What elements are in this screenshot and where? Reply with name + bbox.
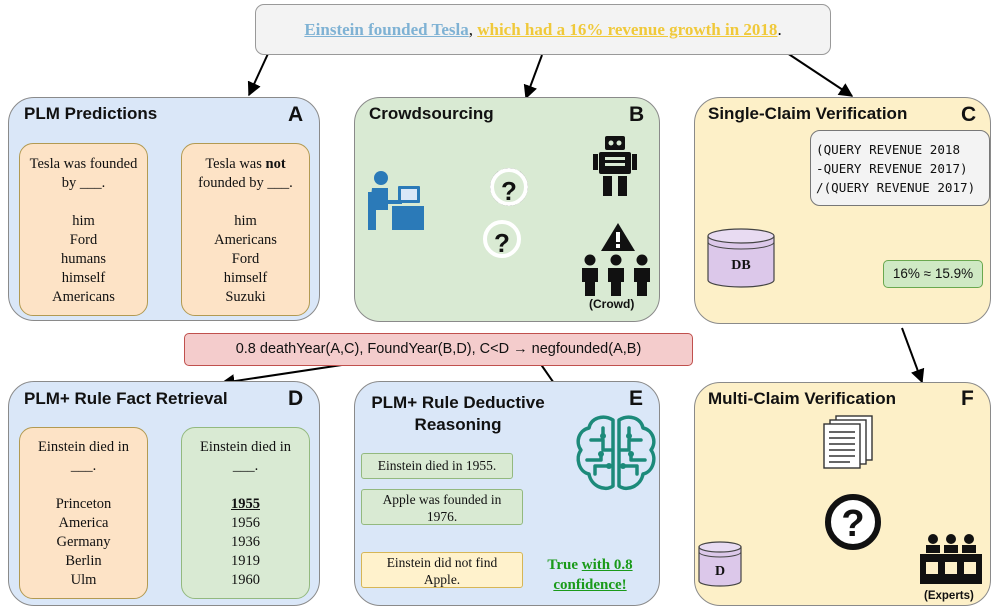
panel-a-left-answer: Americans	[52, 289, 115, 305]
panel-b-title: Crowdsourcing	[369, 104, 494, 123]
query-line: /(QUERY REVENUE 2017)	[816, 180, 976, 195]
panel-d-left-answer: Berlin	[65, 553, 102, 569]
panel-d-right-answer: 1919	[231, 553, 260, 569]
result-box: 16% ≈ 15.9%	[883, 260, 983, 288]
claim-box	[255, 4, 831, 55]
claim-part-entity: Einstein founded Tesla	[304, 20, 469, 39]
panel-a-left-answer: Ford	[69, 232, 98, 248]
panel-e-title-line: Reasoning	[414, 415, 502, 434]
panel-d-title: PLM+ Rule Fact Retrieval	[24, 389, 228, 408]
fact-conclusion-line: Apple.	[423, 572, 461, 587]
result-true: True	[547, 557, 582, 573]
panel-a-letter: A	[288, 103, 304, 126]
panel-a-left-card: Tesla was founded by ___. him Ford human…	[19, 143, 148, 316]
robot-icon	[593, 136, 637, 196]
arrow-rule-to-d	[220, 362, 356, 389]
question-mark-f: ?	[825, 494, 881, 550]
question-mark-1: ?	[490, 168, 528, 206]
db-label-f: D	[714, 564, 726, 579]
panel-c-title: Single-Claim Verification	[708, 104, 908, 123]
panel-d-letter: D	[288, 387, 304, 410]
arrow-claim-to-b	[523, 54, 543, 100]
claim-text: Einstein founded Tesla, which had a 16% …	[255, 4, 831, 55]
panel-d-left-answer: Ulm	[70, 572, 97, 588]
panel-a-right-card: Tesla was not founded by ___. him Americ…	[181, 143, 310, 316]
query-line: -QUERY REVENUE 2017)	[816, 161, 968, 176]
crowd-label: (Crowd)	[589, 297, 635, 311]
panel-f-title: Multi-Claim Verification	[708, 389, 896, 408]
db-label: DB	[731, 258, 751, 273]
claim-part-revenue: which had a 16% revenue growth in 2018	[477, 20, 778, 39]
panel-d-left-answer: Germany	[56, 534, 111, 550]
fact-box-conclusion: Einstein did not find Apple.	[361, 552, 523, 588]
question-mark-2: ?	[483, 220, 521, 258]
panel-a-title: PLM Predictions	[24, 104, 158, 123]
panel-a-left-answer: humans	[60, 251, 107, 267]
experts-label: (Experts)	[924, 590, 974, 602]
result-text: True with 0.8 confidence!	[538, 555, 642, 595]
fact-founded-line: Apple was founded in	[382, 492, 502, 507]
fact-box-death: Einstein died in 1955.	[361, 453, 513, 479]
panel-d-right-answer-top: 1955	[231, 496, 260, 512]
panel-a-right-answer: Ford	[231, 251, 260, 267]
panel-d-right-answer: 1960	[231, 572, 260, 588]
panel-f-letter: F	[961, 387, 974, 410]
query-line: (QUERY REVENUE 2018	[816, 142, 961, 157]
panel-d-left-card: Einstein died in ___. Princeton America …	[19, 427, 148, 599]
panel-d-right-answer: 1936	[231, 534, 260, 550]
panel-a-left-prompt-2: by ___.	[61, 175, 106, 191]
panel-a-right-answer: him	[234, 213, 257, 229]
experts-panel-icon	[920, 534, 982, 584]
panel-a-right-answer: Suzuki	[225, 289, 266, 305]
rule-box: 0.8 deathYear(A,C), FoundYear(B,D), C<D …	[184, 333, 693, 366]
result-confidence-link-1[interactable]: with 0.8	[581, 557, 633, 573]
panel-b-letter: B	[629, 103, 645, 126]
arrow-c-to-f	[901, 327, 925, 384]
panel-a-right-answer: himself	[223, 270, 268, 286]
documents-icon	[823, 415, 873, 469]
result-confidence-link-2[interactable]: confidence!	[553, 577, 627, 593]
panel-a-right-answer: Americans	[214, 232, 277, 248]
panel-e-title: PLM+ Rule Deductive Reasoning	[364, 392, 552, 436]
panel-d-left-answer: America	[58, 515, 109, 531]
warning-icon	[601, 223, 635, 251]
panel-d-right-card: Einstein died in ___. 1955 1956 1936 191…	[181, 427, 310, 599]
panel-d-right-prompt-2: ___.	[232, 458, 259, 474]
brain-circuit-icon	[576, 415, 656, 491]
panel-c-letter: C	[961, 103, 977, 126]
panel-a-left-answer: him	[72, 213, 95, 229]
panel-a-right-prompt-not: not	[265, 156, 286, 172]
crowd-icon	[582, 254, 650, 296]
panel-d-right-prompt-1: Einstein died in	[199, 439, 291, 455]
panel-a-right-prompt-2: founded by ___.	[198, 175, 293, 191]
panel-d-right-answer: 1956	[231, 515, 260, 531]
panel-e-letter: E	[629, 387, 644, 410]
database-icon	[698, 541, 742, 587]
fact-conclusion-line: Einstein did not find	[386, 555, 498, 570]
panel-a-left-answer: himself	[61, 270, 106, 286]
fact-box-founded: Apple was founded in 1976.	[361, 489, 523, 525]
panel-d-left-prompt-1: Einstein died in	[37, 439, 129, 455]
panel-a-right-prompt-1: Tesla was not	[182, 155, 309, 174]
query-box: (QUERY REVENUE 2018 -QUERY REVENUE 2017)…	[810, 130, 990, 206]
panel-d-left-answer: Princeton	[55, 496, 112, 512]
panel-e-title-line: PLM+ Rule Deductive	[371, 393, 545, 412]
claim-sep: ,	[468, 20, 473, 39]
claim-end: .	[777, 20, 782, 39]
user-at-computer-icon	[368, 171, 424, 230]
panel-a-right-prompt-pre: Tesla was	[205, 156, 266, 172]
database-icon	[707, 228, 775, 288]
panel-a-left-prompt-1: Tesla was founded	[29, 156, 138, 172]
fact-founded-line: 1976.	[426, 509, 458, 524]
panel-d-left-prompt-2: ___.	[70, 458, 97, 474]
